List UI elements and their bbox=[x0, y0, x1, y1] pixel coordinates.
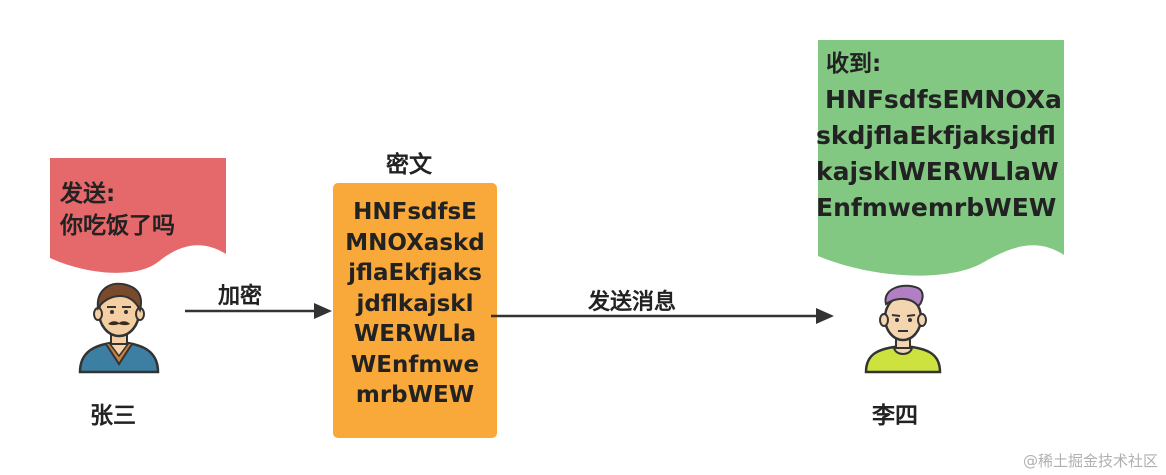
sender-note-shape bbox=[50, 158, 226, 273]
receiver-note-message: HNFsdfsEMNOXaskdjflaEkfjaksjdflkajsklWER… bbox=[816, 85, 1062, 222]
watermark: @稀土掘金技术社区 bbox=[1022, 452, 1158, 470]
receiver-avatar bbox=[864, 284, 942, 374]
ciphertext-box: HNFsdfsEMNOXaskdjflaEkfjaksjdflkajsklWER… bbox=[333, 183, 497, 438]
receiver-message-note: 收到: HNFsdfsEMNOXaskdjflaEkfjaksjdflkajsk… bbox=[816, 40, 1066, 285]
receiver-name: 李四 bbox=[872, 403, 918, 429]
sender-name: 张三 bbox=[90, 403, 136, 429]
receiver-note-shape bbox=[818, 40, 1064, 276]
sender-note-heading: 发送: bbox=[60, 181, 116, 207]
receiver-note-heading: 收到: bbox=[826, 51, 882, 77]
sender-note-message: 你吃饭了吗 bbox=[60, 213, 175, 239]
encrypt-arrow bbox=[185, 303, 332, 319]
ciphertext-content: HNFsdfsEMNOXaskdjflaEkfjaksjdflkajsklWER… bbox=[345, 199, 485, 408]
send-arrow bbox=[491, 308, 834, 324]
ciphertext-title: 密文 bbox=[386, 152, 432, 178]
sender-avatar bbox=[78, 282, 160, 374]
sender-message-note: 发送: 你吃饭了吗 bbox=[50, 158, 226, 280]
send-label: 发送消息 bbox=[588, 290, 677, 315]
encrypt-label: 加密 bbox=[218, 284, 263, 309]
